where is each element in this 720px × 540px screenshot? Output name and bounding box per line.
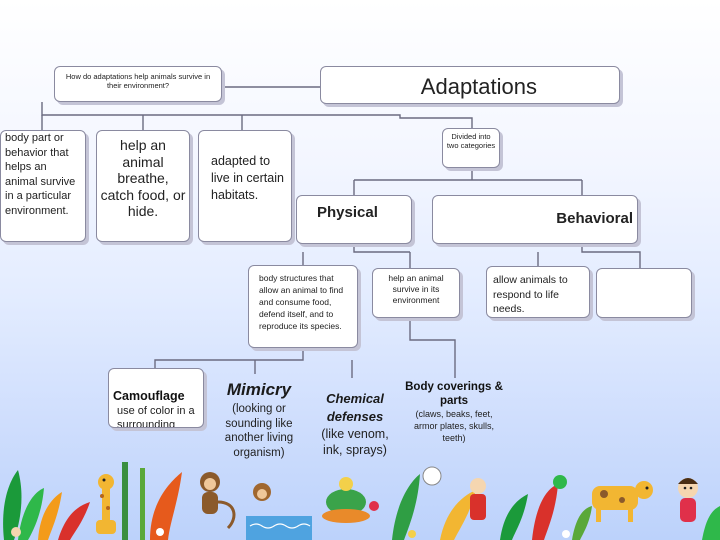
chemical-node: Chemical defenses (like venom, ink, spra… — [310, 390, 400, 458]
behavioral-box: Behavioral — [432, 195, 638, 244]
cow-figure — [592, 481, 653, 522]
chemical-title: Chemical defenses — [326, 391, 384, 424]
giraffe-figure — [96, 474, 116, 534]
monkey-figure — [200, 472, 271, 530]
definition-box: body part or behavior that helps an anim… — [0, 130, 86, 242]
child-figure — [678, 478, 720, 540]
leaf-cluster-left — [3, 470, 90, 540]
mimicry-title: Mimicry — [226, 380, 292, 399]
turtle-figure — [322, 477, 379, 523]
question-text: How do adaptations help animals survive … — [65, 72, 211, 90]
habitats-text: adapted to live in certain habitats. — [211, 154, 284, 202]
helps-text: help an animal breathe, catch food, or h… — [100, 137, 186, 219]
divided-box: Divided into two categories — [442, 128, 500, 168]
coverings-node: Body coverings & parts (claws, beaks, fe… — [404, 380, 504, 444]
physical-desc-text: body structures that allow an animal to … — [259, 273, 344, 331]
coverings-desc: (claws, beaks, feet, armor plates, skull… — [413, 409, 495, 443]
mimicry-desc: (looking or sounding like another living… — [224, 403, 294, 459]
camouflage-title: Camouflage — [113, 389, 185, 403]
link-physical-children — [353, 244, 410, 253]
helps-box: help an animal breathe, catch food, or h… — [96, 130, 190, 242]
survive-text: help an animal survive in its environmen… — [388, 273, 444, 305]
mimicry-node: Mimicry (looking or sounding like anothe… — [212, 378, 306, 460]
link-survive-to-coverings — [409, 318, 456, 378]
divided-text: Divided into two categories — [446, 132, 496, 150]
ground-flowers — [11, 527, 570, 538]
water-pond — [246, 516, 312, 540]
coverings-title: Body coverings & parts — [405, 381, 503, 407]
behavioral-text: Behavioral — [556, 210, 633, 227]
title-text: Adaptations — [420, 74, 537, 99]
link-behavioral-children — [581, 244, 641, 268]
habitats-box: adapted to live in certain habitats. — [198, 130, 292, 242]
physical-desc-box: body structures that allow an animal to … — [248, 265, 358, 348]
behavioral-desc-box: allow animals to respond to life needs. — [486, 266, 590, 318]
tree-trunks — [122, 462, 182, 540]
link-question-children — [41, 102, 473, 128]
camouflage-desc: use of color in a surrounding — [117, 405, 195, 428]
chemical-desc: (like venom, ink, sprays) — [321, 427, 389, 457]
empty-box — [596, 268, 692, 318]
question-box: How do adaptations help animals survive … — [54, 66, 222, 102]
link-physical-desc-children — [154, 348, 304, 368]
animal-illustration-strip — [3, 462, 720, 540]
physical-box: Physical — [296, 195, 412, 244]
survive-box: help an animal survive in its environmen… — [372, 268, 460, 318]
colorful-plants — [532, 475, 592, 540]
title-box: Adaptations — [320, 66, 620, 104]
camouflage-box: Camouflage use of color in a surrounding — [108, 368, 204, 428]
physical-text: Physical — [317, 204, 378, 221]
definition-text: body part or behavior that helps an anim… — [5, 132, 76, 217]
behavioral-desc-text: allow animals to respond to life needs. — [493, 274, 568, 315]
jungle-foliage — [392, 466, 528, 540]
